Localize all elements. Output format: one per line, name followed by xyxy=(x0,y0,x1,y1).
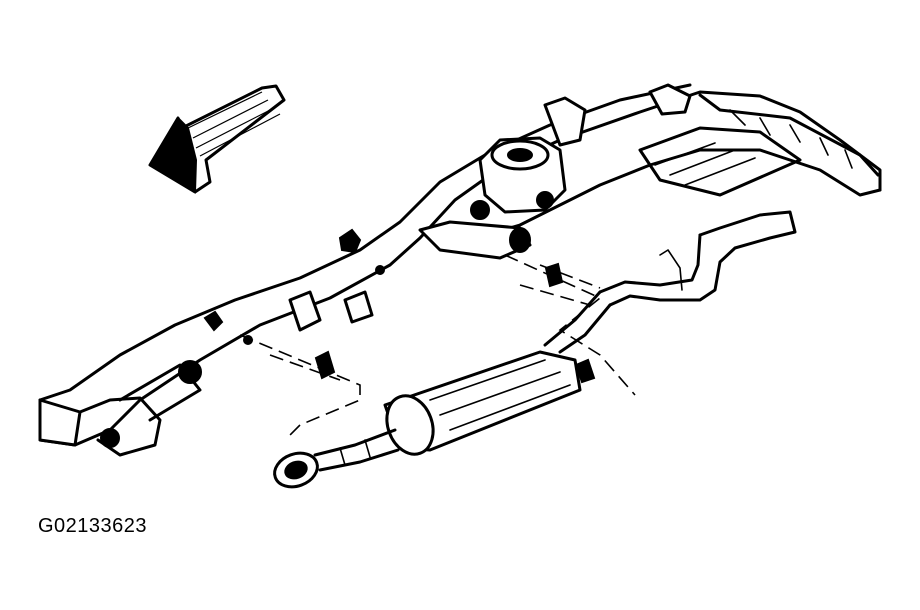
exhaust-system xyxy=(273,210,797,489)
figure-id-label: G02133623 xyxy=(38,515,148,537)
front-direction-arrow-icon xyxy=(148,84,286,194)
locator-lines xyxy=(239,254,636,436)
